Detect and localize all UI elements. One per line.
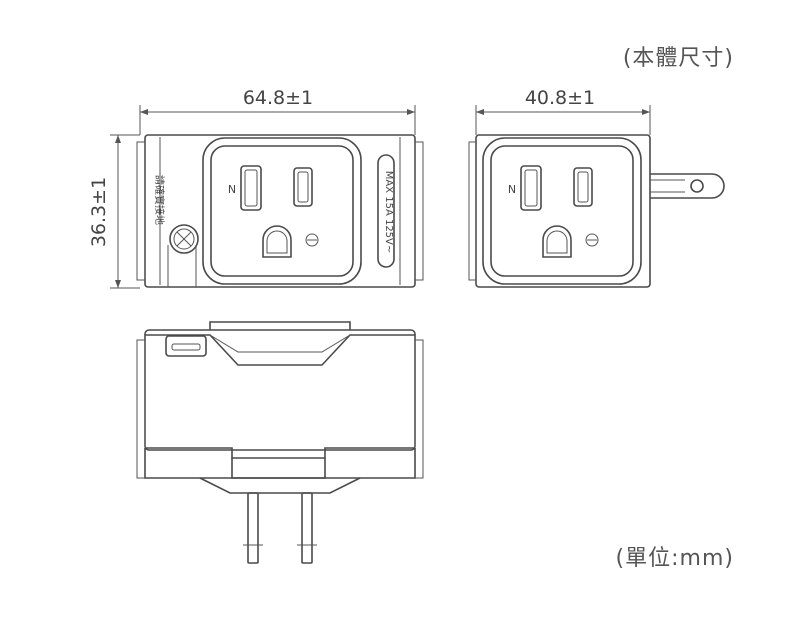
arrow-top	[115, 135, 121, 143]
side-slot	[165, 335, 207, 357]
side-arrow-left	[476, 109, 484, 115]
hot-slot-inner	[297, 171, 309, 203]
side-slot-inner	[171, 343, 201, 351]
side-outlet-inner	[490, 145, 634, 277]
side-ground-hole	[542, 225, 572, 258]
arrow-right	[407, 109, 415, 115]
side-neutral-mark: N	[508, 183, 516, 196]
bottom-center-block	[231, 458, 326, 479]
side-neutral-slot	[520, 165, 542, 211]
front-right-tab	[414, 141, 424, 281]
bottom-right-tab	[414, 339, 424, 479]
front-outlet-inner	[210, 145, 354, 277]
width-side-label: 40.8±1	[525, 87, 595, 109]
bottom-view	[136, 321, 424, 564]
bottom-base-chevron	[199, 477, 361, 494]
prong-left	[247, 492, 259, 564]
side-ground-hole-inner	[546, 230, 568, 254]
top-chevron-inner	[209, 334, 351, 353]
side-view: 40.8±1 N	[468, 87, 725, 288]
top-chevron	[145, 334, 415, 366]
bottom-lower-body	[144, 448, 416, 479]
front-outlet-outer	[202, 137, 362, 285]
ground-screw-outer	[169, 224, 199, 254]
side-ground-symbol-icon	[585, 233, 599, 247]
top-block	[209, 321, 351, 330]
bottom-left-tab	[136, 339, 146, 479]
neutral-slot-inner	[244, 169, 258, 207]
side-hot-slot-inner	[577, 171, 589, 203]
front-left-tab	[136, 141, 146, 281]
neutral-mark: N	[228, 183, 236, 196]
side-prong-hole	[690, 179, 704, 193]
front-view: 64.8±1 36.3±1 N MAX 15A 125V~ 請確實接地	[88, 87, 424, 289]
ground-screw-inner	[173, 228, 195, 250]
ground-screw-slot-b	[176, 231, 192, 247]
ground-hole-inner	[266, 230, 288, 254]
side-prong	[650, 173, 725, 199]
ground-warning-text: 請確實接地	[153, 175, 166, 225]
bottom-chevron-top	[145, 447, 415, 459]
arrow-bottom	[115, 280, 121, 288]
height-front-label: 36.3±1	[88, 177, 110, 247]
ground-symbol-icon	[305, 233, 319, 247]
rating-text: MAX 15A 125V~	[383, 171, 394, 254]
side-outlet-outer	[482, 137, 642, 285]
neutral-slot	[240, 165, 262, 211]
width-front-label: 64.8±1	[243, 87, 313, 109]
side-hot-slot	[573, 167, 593, 207]
side-left-tab	[468, 141, 477, 281]
side-neutral-slot-inner	[524, 169, 538, 207]
prong-right	[301, 492, 313, 564]
side-body	[475, 134, 651, 288]
ground-hole	[262, 225, 292, 258]
side-arrow-right	[642, 109, 650, 115]
rating-plate	[377, 154, 395, 268]
arrow-left	[140, 109, 148, 115]
bottom-body	[144, 329, 416, 451]
hot-slot	[293, 167, 313, 207]
title-label: (本體尺寸)	[622, 46, 734, 71]
unit-label: (單位:mm)	[615, 546, 734, 571]
front-body	[144, 134, 416, 288]
